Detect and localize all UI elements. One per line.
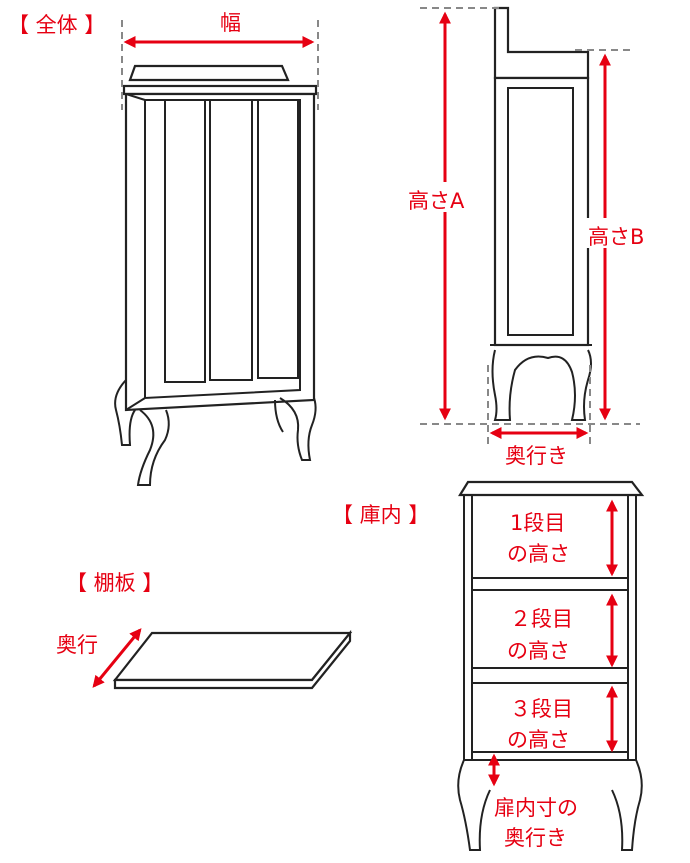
- width-dimension: [121, 20, 319, 110]
- door-depth-label-line1: 扉内寸の: [494, 796, 578, 820]
- tier1-label-line2: の高さ: [507, 542, 570, 566]
- shelf-depth-arrow: [92, 628, 142, 688]
- shelf-depth-label: 奥行: [56, 633, 98, 657]
- section-title-overall: 【 全体 】: [8, 13, 105, 37]
- height-b-label: 高さB: [588, 225, 644, 249]
- door-depth-label-line2: 奥行き: [504, 826, 567, 850]
- cabinet-front-view: [114, 64, 318, 486]
- tier3-label-line1: ３段目: [510, 697, 573, 721]
- tier2-label-line1: ２段目: [510, 607, 573, 631]
- cabinet-interior-view: [457, 480, 645, 851]
- shelf-board: [112, 629, 353, 690]
- height-a-label: 高さA: [408, 189, 465, 213]
- cabinet-side-view: [490, 6, 592, 421]
- side-dimensions: [420, 7, 640, 445]
- width-label: 幅: [220, 11, 241, 35]
- interior-dimensions: [488, 499, 618, 787]
- depth-label: 奥行き: [505, 444, 568, 468]
- tier2-label-line2: の高さ: [507, 639, 570, 663]
- section-title-shelf: 【 棚板 】: [66, 571, 163, 595]
- section-title-interior: 【 庫内 】: [332, 503, 429, 527]
- tier3-label-line2: の高さ: [507, 728, 570, 752]
- tier1-label-line1: 1段目: [510, 511, 565, 535]
